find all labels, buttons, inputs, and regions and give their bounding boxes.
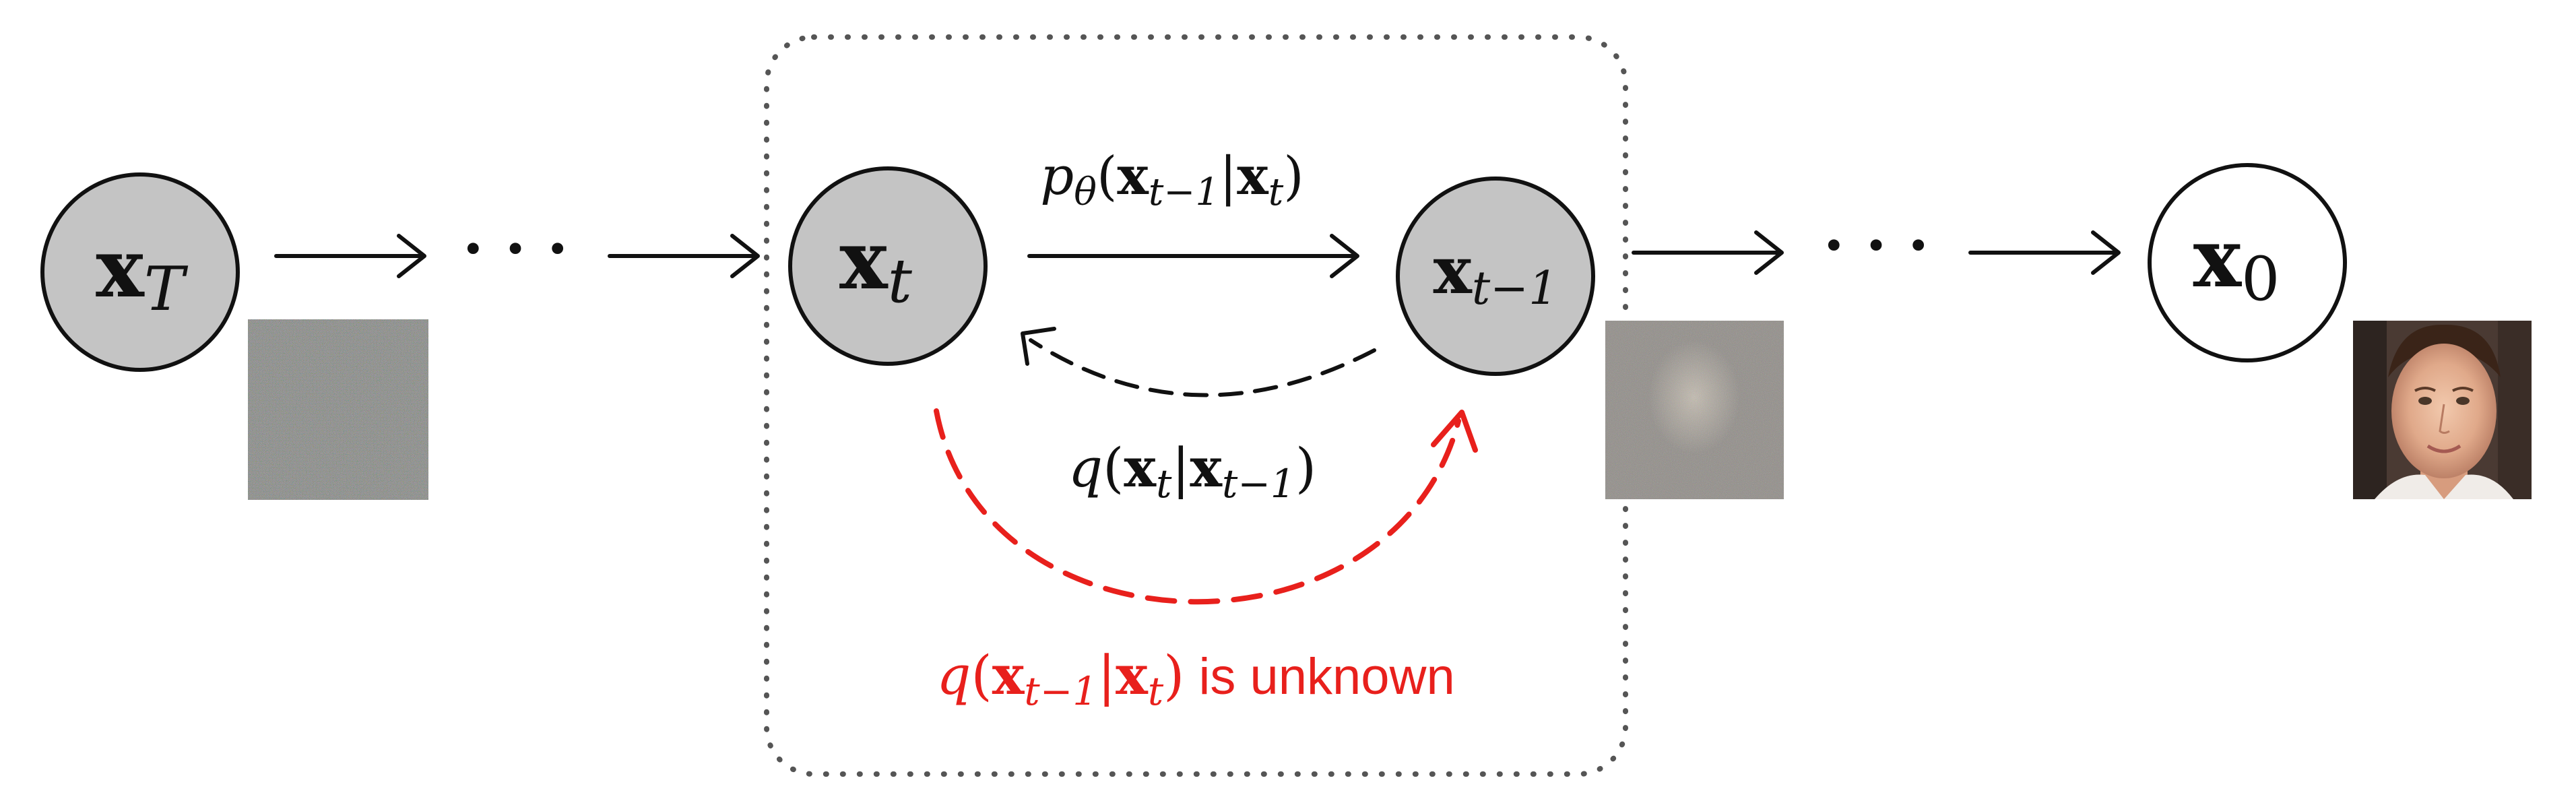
arrow-forward-process bbox=[1021, 327, 1376, 397]
arrow-reverse-process bbox=[1027, 234, 1359, 278]
arrow-xt1-to-dots bbox=[1632, 230, 1784, 275]
label-q-unknown: q(xt−1|xt) is unknown bbox=[936, 643, 1454, 714]
node-x-t-minus-1-base: x bbox=[1434, 232, 1473, 309]
arrow-dots-to-xt bbox=[608, 234, 760, 278]
face-photo bbox=[2353, 321, 2532, 499]
label-p-theta: pθ(xt−1|xt) bbox=[1040, 146, 1303, 214]
svg-text:xt−1: xt−1 bbox=[1434, 232, 1558, 315]
node-x-0-sub: 0 bbox=[2241, 244, 2280, 315]
pure-noise-image bbox=[248, 319, 428, 500]
noisy-face-image bbox=[1605, 321, 1784, 499]
arrow-dots-to-x0 bbox=[1968, 230, 2121, 275]
node-x-t-minus-1-sub: t−1 bbox=[1472, 262, 1558, 315]
svg-text:xt: xt bbox=[839, 213, 913, 317]
node-x-T-sub: T bbox=[144, 254, 189, 325]
node-x-0: x0 bbox=[2148, 163, 2347, 362]
node-x-T: xT bbox=[40, 172, 240, 372]
node-x-0-base: x bbox=[2193, 211, 2243, 306]
node-x-t-minus-1: xt−1 bbox=[1396, 177, 1595, 376]
node-x-t-base: x bbox=[839, 213, 889, 308]
arrow-unknown-posterior bbox=[934, 408, 1478, 605]
node-x-t: xt bbox=[788, 166, 988, 366]
label-q-forward: q(xt|xt−1) bbox=[1068, 436, 1316, 507]
ellipsis-left: · · · bbox=[463, 213, 569, 284]
svg-text:xT: xT bbox=[96, 221, 189, 325]
ellipsis-right: · · · bbox=[1824, 210, 1929, 281]
node-x-T-base: x bbox=[96, 221, 145, 316]
svg-text:x0: x0 bbox=[2193, 211, 2280, 315]
node-x-t-sub: t bbox=[888, 246, 913, 317]
arrow-xT-to-dots bbox=[274, 234, 426, 278]
